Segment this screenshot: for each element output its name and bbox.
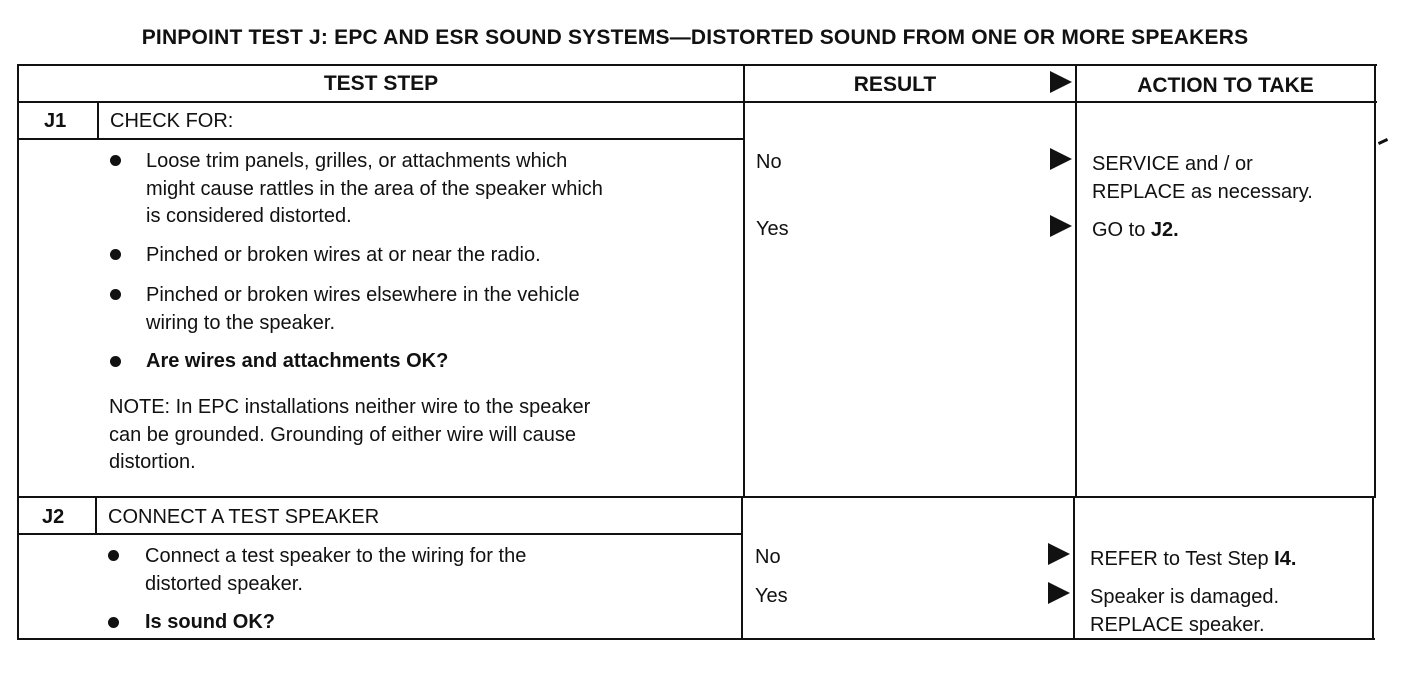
bullet-icon: [110, 289, 121, 300]
header-action: ACTION TO TAKE: [1137, 74, 1314, 97]
bullet-icon: [110, 155, 121, 166]
j1-action-yes: GO to J2.: [1092, 216, 1179, 244]
j2-result-no: No: [755, 546, 781, 568]
j1-bullet1-line2: might cause rattles in the area of the s…: [146, 178, 603, 200]
header-result: RESULT: [853, 73, 937, 96]
j2-result-yes: Yes: [755, 585, 788, 607]
scan-mark: [1377, 138, 1389, 145]
step-heading-j1: CHECK FOR:: [110, 110, 234, 132]
j2-action-yes-line2: REPLACE speaker.: [1090, 614, 1265, 636]
j1-bullet1-line3: is considered distorted.: [146, 205, 352, 227]
step-id-j1: J1: [44, 110, 67, 132]
bullet-icon: [108, 617, 119, 628]
j1-bullet2: Pinched or broken wires at or near the r…: [146, 244, 541, 266]
j1-bullet4-question: Are wires and attachments OK?: [146, 350, 449, 372]
header-test-step: TEST STEP: [323, 72, 439, 95]
bullet-icon: [110, 249, 121, 260]
j1-bullet3-line1: Pinched or broken wires elsewhere in the…: [146, 284, 580, 306]
j2-action-yes-line1: Speaker is damaged.: [1090, 586, 1280, 608]
j1-bullet3-line2: wiring to the speaker.: [146, 312, 335, 334]
j2-bullet1-line1: Connect a test speaker to the wiring for…: [145, 545, 527, 567]
j1-result-no: No: [756, 151, 782, 173]
j1-action-yes-ref: J2.: [1150, 219, 1179, 241]
j1-note-line1: NOTE: In EPC installations neither wire …: [109, 396, 591, 418]
j1-action-no-line2: REPLACE as necessary.: [1092, 181, 1313, 203]
arrow-icon: [1050, 148, 1072, 170]
j2-bullet2-question: Is sound OK?: [145, 611, 275, 633]
arrow-icon: [1050, 215, 1072, 237]
j1-note-line2: can be grounded. Grounding of either wir…: [109, 424, 576, 446]
bullet-icon: [110, 356, 121, 367]
j2-action-no-ref: I4.: [1274, 548, 1297, 570]
j1-action-yes-text: GO to: [1092, 219, 1151, 241]
bullet-icon: [108, 550, 119, 561]
step-heading-j2: CONNECT A TEST SPEAKER: [108, 506, 380, 528]
page-title: PINPOINT TEST J: EPC AND ESR SOUND SYSTE…: [141, 26, 1249, 49]
arrow-icon: [1048, 582, 1070, 604]
j2-bullet1-line2: distorted speaker.: [145, 573, 303, 595]
step-id-j2: J2: [42, 506, 65, 528]
j2-action-no: REFER to Test Step I4.: [1090, 545, 1296, 573]
arrow-icon: [1048, 543, 1070, 565]
j1-bullet1-line1: Loose trim panels, grilles, or attachmen…: [146, 150, 568, 172]
j1-action-no-line1: SERVICE and / or: [1092, 153, 1253, 175]
j1-result-yes: Yes: [756, 218, 789, 240]
arrow-icon: [1050, 71, 1072, 93]
j2-action-no-text: REFER to Test Step: [1090, 548, 1275, 570]
j1-note-line3: distortion.: [109, 451, 196, 473]
